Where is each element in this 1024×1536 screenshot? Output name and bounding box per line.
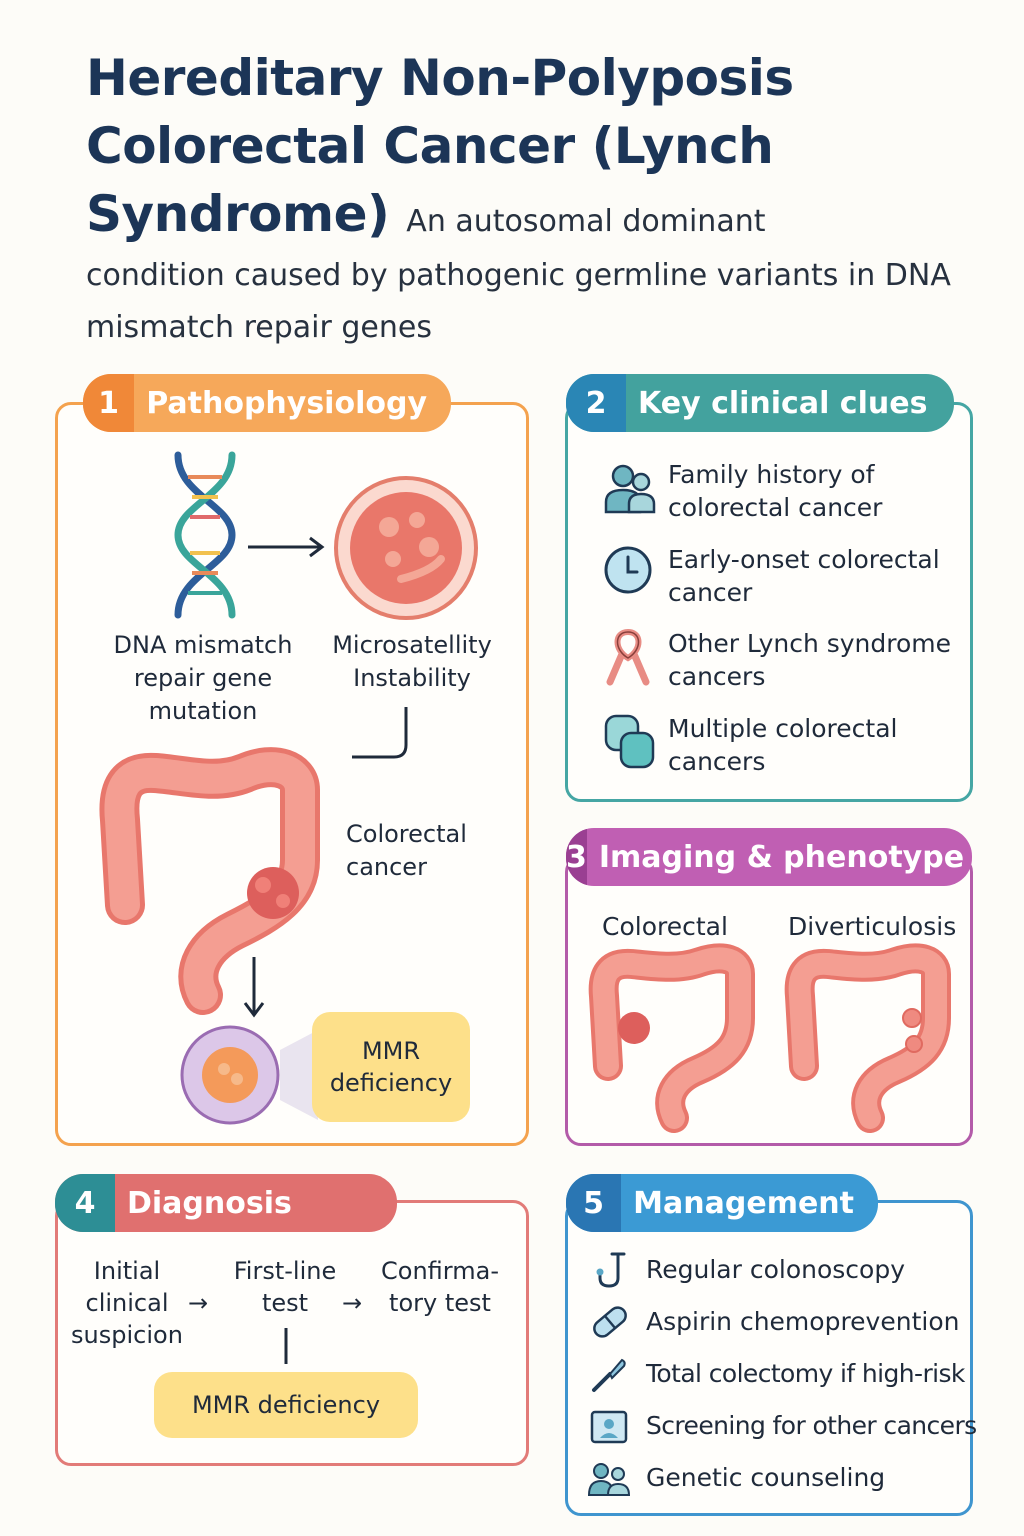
- section-number: 5: [566, 1174, 622, 1232]
- arrow-down-icon: [243, 957, 265, 1018]
- management-tag: 5 Management: [566, 1174, 878, 1232]
- pathophysiology-tag: 1 Pathophysiology: [83, 374, 451, 432]
- multiple-icon: [604, 714, 655, 769]
- cell-icon: [334, 476, 478, 620]
- mmr-deficiency-result: MMR deficiency: [154, 1372, 418, 1438]
- imaging-tag: 3 Imaging & phenotype: [566, 828, 972, 886]
- page-title: Hereditary Non-Polyposis Colorectal Canc…: [86, 49, 794, 243]
- dna-icon: [174, 451, 236, 619]
- section-number: 4: [55, 1174, 115, 1232]
- mmr-deficiency-pill: MMR deficiency: [312, 1012, 470, 1122]
- management-item: Screening for other cancers: [646, 1411, 977, 1440]
- section-title: Diagnosis: [127, 1185, 292, 1221]
- diagnosis-step-confirmatory: Confirma- tory test: [381, 1257, 499, 1317]
- section-title: Key clinical clues: [638, 385, 928, 421]
- scalpel-icon: [592, 1358, 626, 1392]
- connector-line: [284, 1328, 288, 1364]
- colon-tumor-icon: [588, 943, 755, 1133]
- section-number: 3: [566, 828, 587, 886]
- family-icon: [604, 464, 656, 514]
- diagnosis-tag: 4 Diagnosis: [55, 1174, 397, 1232]
- dna-mutation-label: DNA mismatch repair gene mutation: [113, 631, 293, 725]
- colorectal-label: Colorectal: [602, 912, 728, 941]
- section-title: Management: [633, 1185, 854, 1221]
- msi-label: Microsatellity Instability: [332, 631, 492, 692]
- clue-item: Other Lynch syndrome cancers: [668, 629, 952, 691]
- tumor-cell-icon: [180, 1025, 318, 1125]
- clue-item: Multiple colorectal cancers: [668, 714, 898, 776]
- diagnosis-arrow: →: [342, 1289, 363, 1317]
- section-number: 1: [83, 374, 135, 432]
- arrow-right-icon: [248, 536, 325, 558]
- colon-icon: [99, 747, 320, 1015]
- management-item: Aspirin chemoprevention: [646, 1307, 960, 1336]
- section-number: 2: [566, 374, 626, 432]
- management-item: Regular colonoscopy: [646, 1255, 905, 1284]
- diagnosis-step-initial: Initial clinical suspicion: [71, 1257, 183, 1349]
- connector-line: [352, 707, 408, 759]
- pill-icon: [593, 1306, 627, 1338]
- clue-item: Family history of colorectal cancer: [668, 460, 883, 522]
- subtitle-inline: An autosomal dominant: [406, 204, 766, 239]
- diagnosis-step-first-line: First-line test: [233, 1257, 337, 1317]
- ribbon-icon: [606, 628, 650, 686]
- section-title: Imaging & phenotype: [598, 839, 965, 875]
- colonoscope-icon: [596, 1252, 626, 1288]
- screening-icon: [590, 1410, 628, 1444]
- counseling-icon: [587, 1463, 631, 1496]
- management-item: Total colectomy if high-risk: [646, 1359, 965, 1388]
- colorectal-cancer-label: Colorectal cancer: [346, 820, 467, 881]
- diverticulosis-label: Diverticulosis: [788, 912, 957, 941]
- clue-item: Early-onset colorectal cancer: [668, 545, 940, 607]
- diagnosis-arrow: →: [188, 1289, 209, 1317]
- clinical-clues-tag: 2 Key clinical clues: [566, 374, 954, 432]
- subtitle: condition caused by pathogenic germline …: [86, 258, 951, 345]
- imaging-card: [565, 856, 973, 1146]
- colon-diverticula-icon: [784, 943, 951, 1133]
- section-title: Pathophysiology: [146, 385, 427, 421]
- clock-icon: [604, 546, 652, 594]
- management-item: Genetic counseling: [646, 1463, 886, 1492]
